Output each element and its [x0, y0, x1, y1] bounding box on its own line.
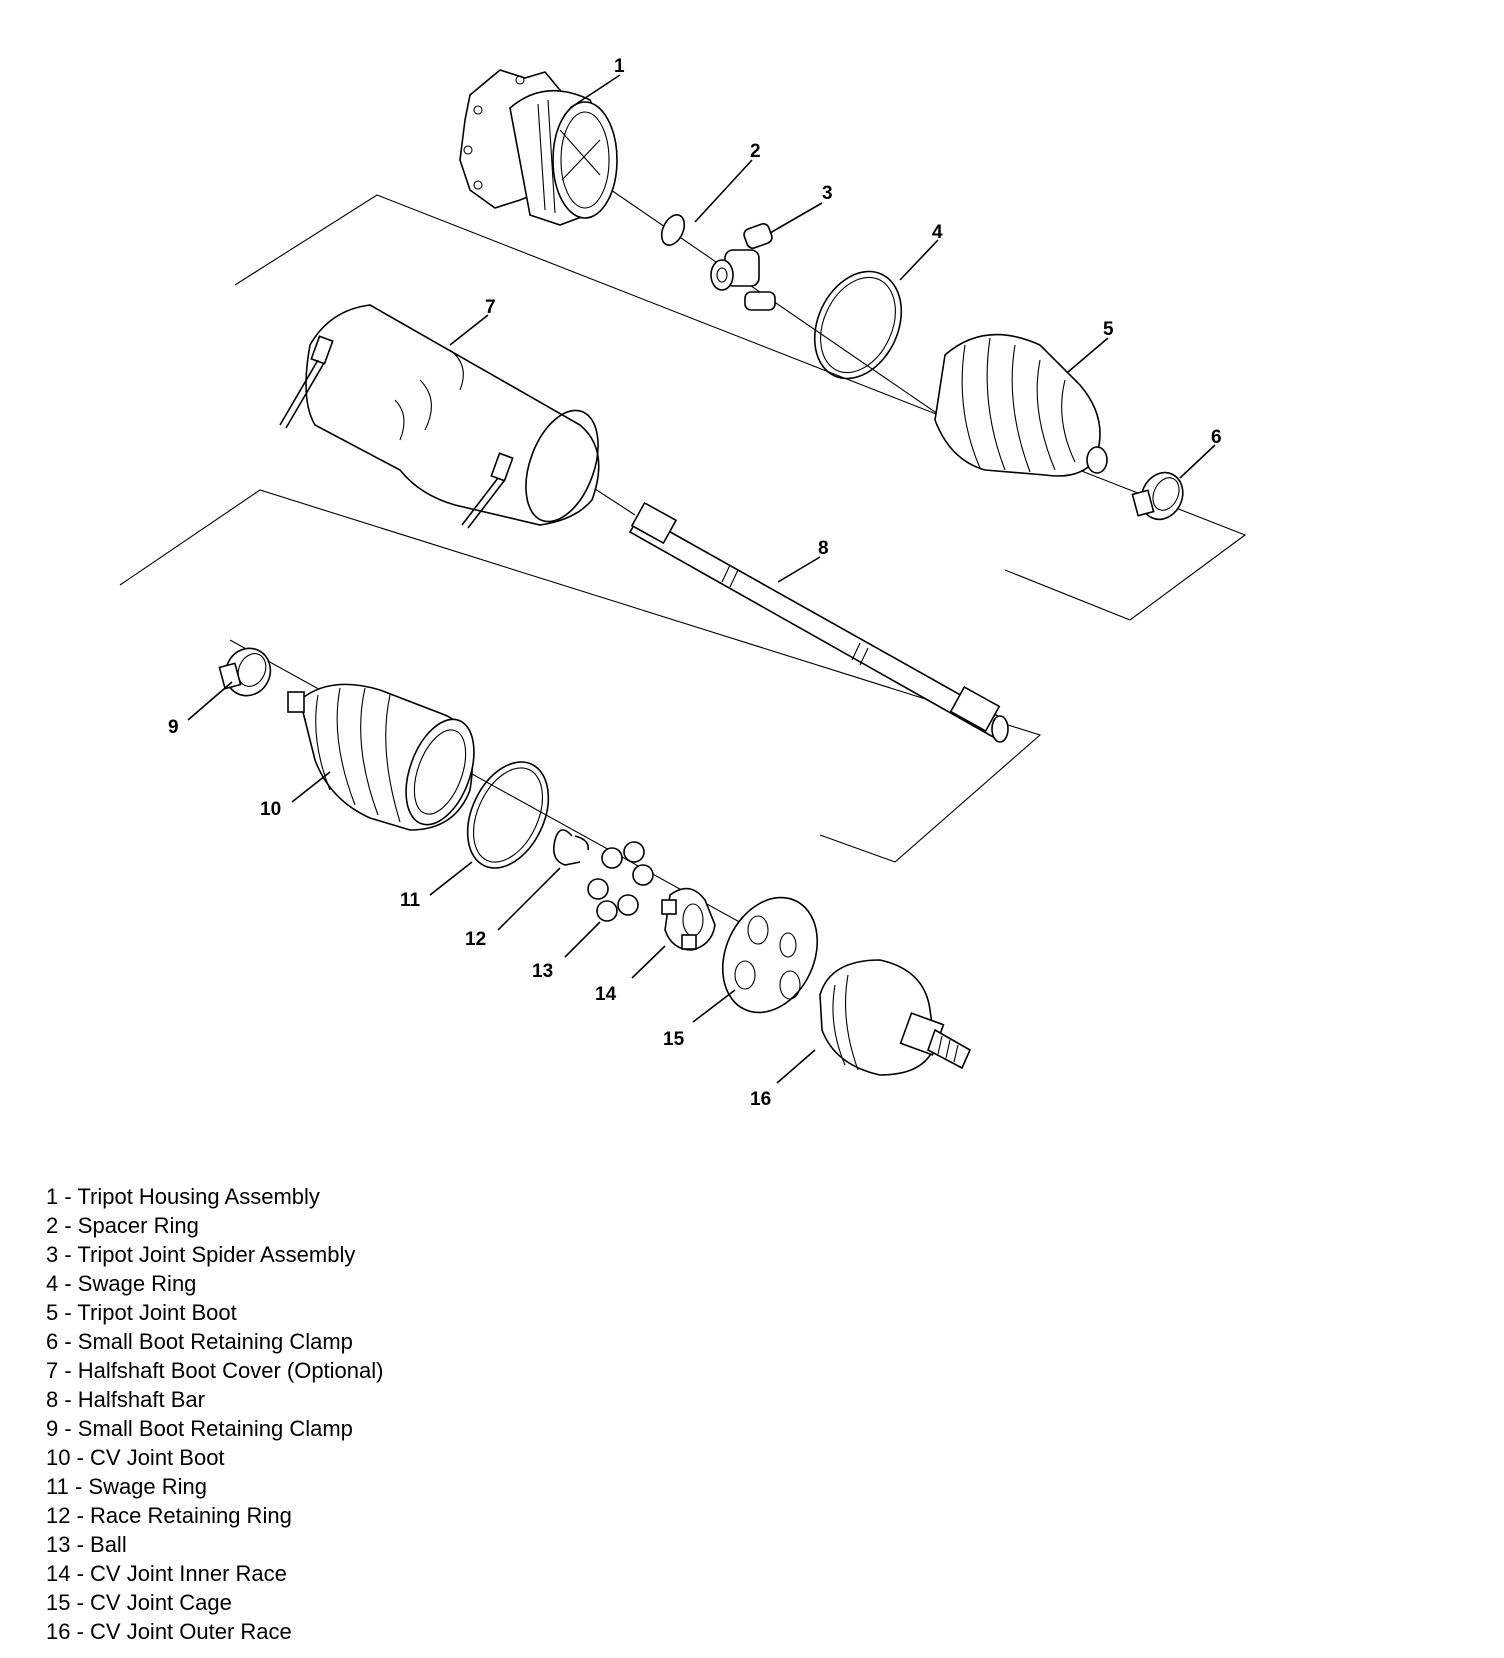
legend-item: 4 - Swage Ring [46, 1271, 197, 1296]
exploded-halfshaft-diagram: 1 2 3 4 5 6 7 8 9 10 11 12 13 14 15 16 [119, 56, 1247, 1110]
callout-12: 12 [465, 929, 486, 950]
callout-4: 4 [932, 222, 943, 243]
callout-2: 2 [750, 141, 761, 162]
legend-item: 1 - Tripot Housing Assembly [46, 1184, 320, 1209]
small-boot-clamp-upper-part [1131, 471, 1184, 521]
callout-7: 7 [485, 297, 496, 318]
halfshaft-boot-cover-part [279, 304, 600, 529]
cv-joint-boot-part [287, 683, 475, 831]
callout-10: 10 [260, 799, 281, 820]
swage-ring-upper-part [813, 270, 903, 380]
parts-legend: 1 - Tripot Housing Assembly 2 - Spacer R… [46, 1182, 383, 1646]
leader-lines [187, 74, 1216, 1084]
callout-15: 15 [663, 1029, 685, 1050]
legend-item: 2 - Spacer Ring [46, 1213, 199, 1238]
legend-item: 14 - CV Joint Inner Race [46, 1561, 287, 1586]
cv-inner-race-part [661, 887, 716, 951]
legend-item: 7 - Halfshaft Boot Cover (Optional) [46, 1358, 384, 1383]
legend-item: 15 - CV Joint Cage [46, 1590, 232, 1615]
legend-item: 10 - CV Joint Boot [46, 1445, 225, 1470]
swage-ring-lower-part [466, 761, 550, 869]
cv-outer-race-part [819, 959, 972, 1076]
halfshaft-bar-part [628, 501, 1009, 743]
legend-item: 3 - Tripot Joint Spider Assembly [46, 1242, 356, 1267]
legend-item: 12 - Race Retaining Ring [46, 1503, 292, 1528]
balls-part [587, 841, 654, 922]
legend-item: 8 - Halfshaft Bar [46, 1387, 205, 1412]
legend-item: 11 - Swage Ring [46, 1474, 208, 1499]
upper-assembly-bracket [234, 194, 1247, 621]
callout-8: 8 [818, 538, 829, 559]
tripot-spider-part [710, 223, 776, 311]
callout-14: 14 [595, 984, 617, 1005]
callout-13: 13 [532, 961, 553, 982]
spacer-ring-part [660, 214, 686, 246]
tripot-joint-boot-part [934, 333, 1108, 477]
legend-item: 9 - Small Boot Retaining Clamp [46, 1416, 353, 1441]
cv-joint-cage-part [721, 896, 819, 1014]
callout-16: 16 [750, 1089, 771, 1110]
tripot-housing-part [459, 69, 618, 226]
lower-assembly-bracket [119, 489, 1042, 863]
callout-9: 9 [168, 717, 179, 738]
callout-3: 3 [822, 183, 833, 204]
centerlines [229, 154, 1006, 951]
callout-11: 11 [400, 890, 421, 911]
legend-item: 5 - Tripot Joint Boot [46, 1300, 237, 1325]
legend-item: 6 - Small Boot Retaining Clamp [46, 1329, 353, 1354]
legend-item: 16 - CV Joint Outer Race [46, 1619, 292, 1644]
race-retaining-ring-part [552, 829, 590, 866]
small-boot-clamp-lower-part [218, 647, 272, 697]
callout-5: 5 [1103, 319, 1114, 340]
callout-6: 6 [1211, 427, 1222, 448]
callout-1: 1 [614, 56, 625, 77]
legend-item: 13 - Ball [46, 1532, 127, 1557]
